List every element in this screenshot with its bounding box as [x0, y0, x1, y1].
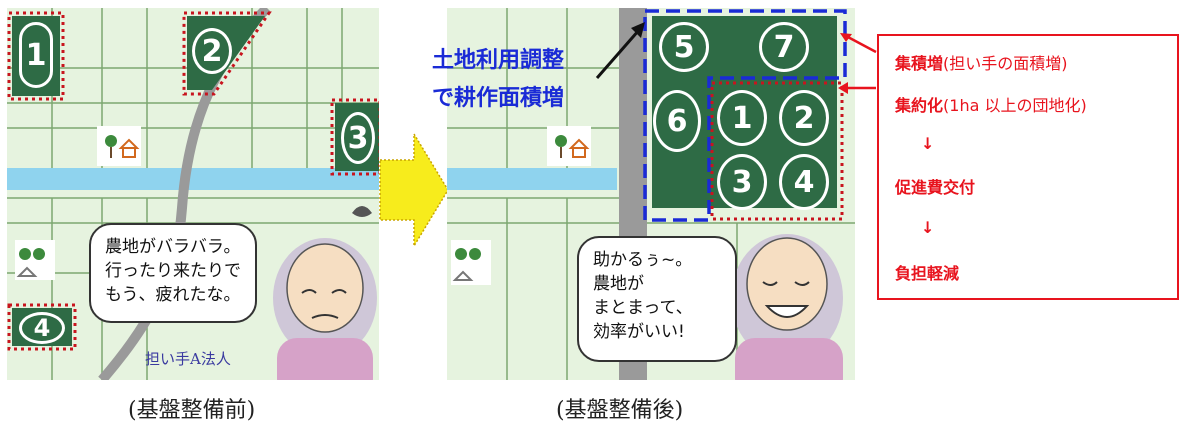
badge-4: 4	[19, 312, 65, 344]
tree-icon	[15, 240, 55, 280]
after-illustration: 5 7 6 1 2 3 4 助かるぅ~。 農地が まとまって、 効率がいい!	[447, 8, 855, 380]
badge-3-after: 3	[717, 154, 767, 210]
river	[447, 168, 617, 190]
badge-1-after: 1	[717, 90, 767, 146]
note-line-1-sub: (担い手の面積増)	[943, 54, 1068, 73]
red-boundary	[710, 81, 844, 221]
house-icon	[97, 126, 141, 166]
note-line-4: 負担軽減	[895, 264, 960, 283]
blue-label-line2: で耕作面積増	[432, 86, 565, 111]
note-line-1-main: 集積増	[895, 54, 944, 73]
speech-bubble-before: 農地がバラバラ。 行ったり来たりで もう、疲れたな。	[89, 223, 257, 323]
note-line-2-sub: (1ha 以上の団地化)	[943, 96, 1087, 115]
speech-bubble-after: 助かるぅ~。 農地が まとまって、 効率がいい!	[577, 236, 737, 362]
note-arrow-2: ↓	[921, 218, 935, 237]
farmer-worried-figure	[273, 206, 377, 380]
note-line-3: 促進費交付	[895, 178, 976, 197]
tree-icon	[451, 240, 491, 285]
river	[7, 168, 379, 190]
note-arrow-1: ↓	[921, 134, 935, 153]
farmer-label: 担い手A法人	[145, 350, 231, 368]
caption-before: (基盤整備前)	[128, 398, 256, 423]
badge-1: 1	[19, 22, 53, 88]
note-line-1: 集積増(担い手の面積増)	[895, 50, 1068, 74]
badge-7: 7	[759, 22, 809, 72]
caption-after: (基盤整備後)	[556, 398, 684, 423]
transition-arrow	[379, 131, 449, 249]
badge-4-after: 4	[779, 154, 829, 210]
house-icon	[547, 126, 591, 166]
before-illustration: 1 2 3 4 農地がバラバラ。 行ったり来たりで もう、疲れたな。 担い手A法…	[7, 8, 379, 380]
farmer-happy-figure	[731, 234, 843, 380]
badge-3: 3	[341, 112, 375, 164]
note-line-2: 集約化(1ha 以上の団地化)	[895, 92, 1087, 116]
road	[98, 8, 271, 380]
blue-label-line1: 土地利用調整	[432, 48, 565, 73]
pointer-arrow	[595, 29, 641, 79]
note-arrows	[838, 33, 877, 94]
note-line-2-main: 集約化	[895, 96, 944, 115]
note-box: 集積増(担い手の面積増) 集約化(1ha 以上の団地化) ↓ 促進費交付 ↓ 負…	[877, 34, 1179, 300]
badge-5: 5	[659, 22, 709, 72]
blue-boundary	[643, 9, 847, 222]
badge-2-after: 2	[779, 90, 829, 146]
badge-2: 2	[192, 28, 232, 74]
badge-6: 6	[653, 90, 701, 152]
